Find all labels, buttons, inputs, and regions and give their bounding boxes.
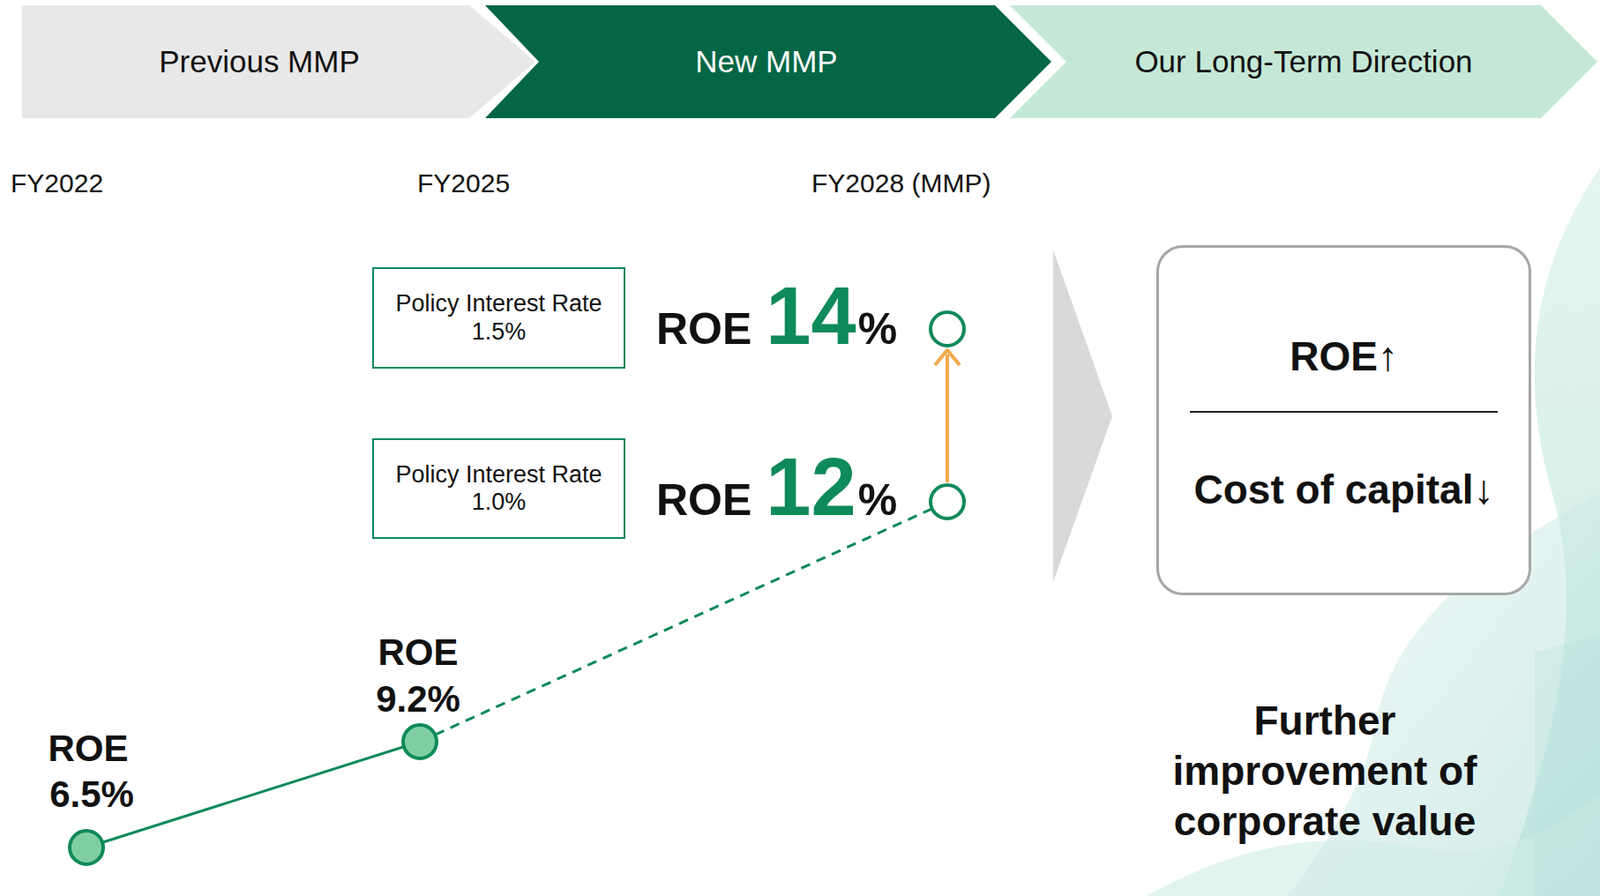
node-heading: Policy Interest Rate (395, 290, 602, 318)
node-heading: Previous MMP (158, 44, 360, 80)
roe-history: 6.5% (49, 773, 135, 816)
roe-history: ROE (47, 727, 128, 771)
node-body: 1.5% (471, 318, 527, 346)
rate-box: Policy Interest Rate1.5% (372, 267, 626, 369)
roe-history: 9.2% (375, 678, 461, 721)
node-body: Cost of capital↓ (1194, 466, 1495, 514)
roe-text: % (858, 478, 898, 523)
year-label: FY2028 (MMP) (811, 168, 991, 200)
divider-line (1189, 411, 1498, 413)
goal-statement: Further improvement of corporate value (1121, 695, 1528, 847)
node-heading: Policy Interest Rate (395, 461, 602, 489)
roe-target: ROE 12% (656, 446, 898, 528)
node-heading: New MMP (695, 44, 838, 80)
phase-chevron: Our Long-Term Direction (1009, 5, 1598, 119)
summary-box: ROE↑ Cost of capital↓ (1156, 245, 1532, 596)
roe-text: ROE (656, 478, 752, 523)
rate-box: Policy Interest Rate1.0% (372, 438, 626, 539)
roe-history: ROE (377, 631, 458, 674)
roe-text: ROE (656, 306, 752, 352)
year-label: FY2025 (417, 168, 510, 200)
year-label: FY2022 (10, 168, 104, 200)
node-heading: Our Long-Term Direction (1134, 44, 1473, 80)
node-body: 1.0% (471, 488, 527, 516)
roe-target: ROE 14% (656, 275, 898, 357)
phase-chevron: New MMP (485, 5, 1052, 119)
node-heading: ROE↑ (1289, 333, 1399, 381)
phase-chevron: Previous MMP (22, 5, 536, 119)
roe-value: 14 (765, 275, 856, 357)
roe-text: % (858, 306, 898, 352)
roe-value: 12 (765, 446, 856, 528)
